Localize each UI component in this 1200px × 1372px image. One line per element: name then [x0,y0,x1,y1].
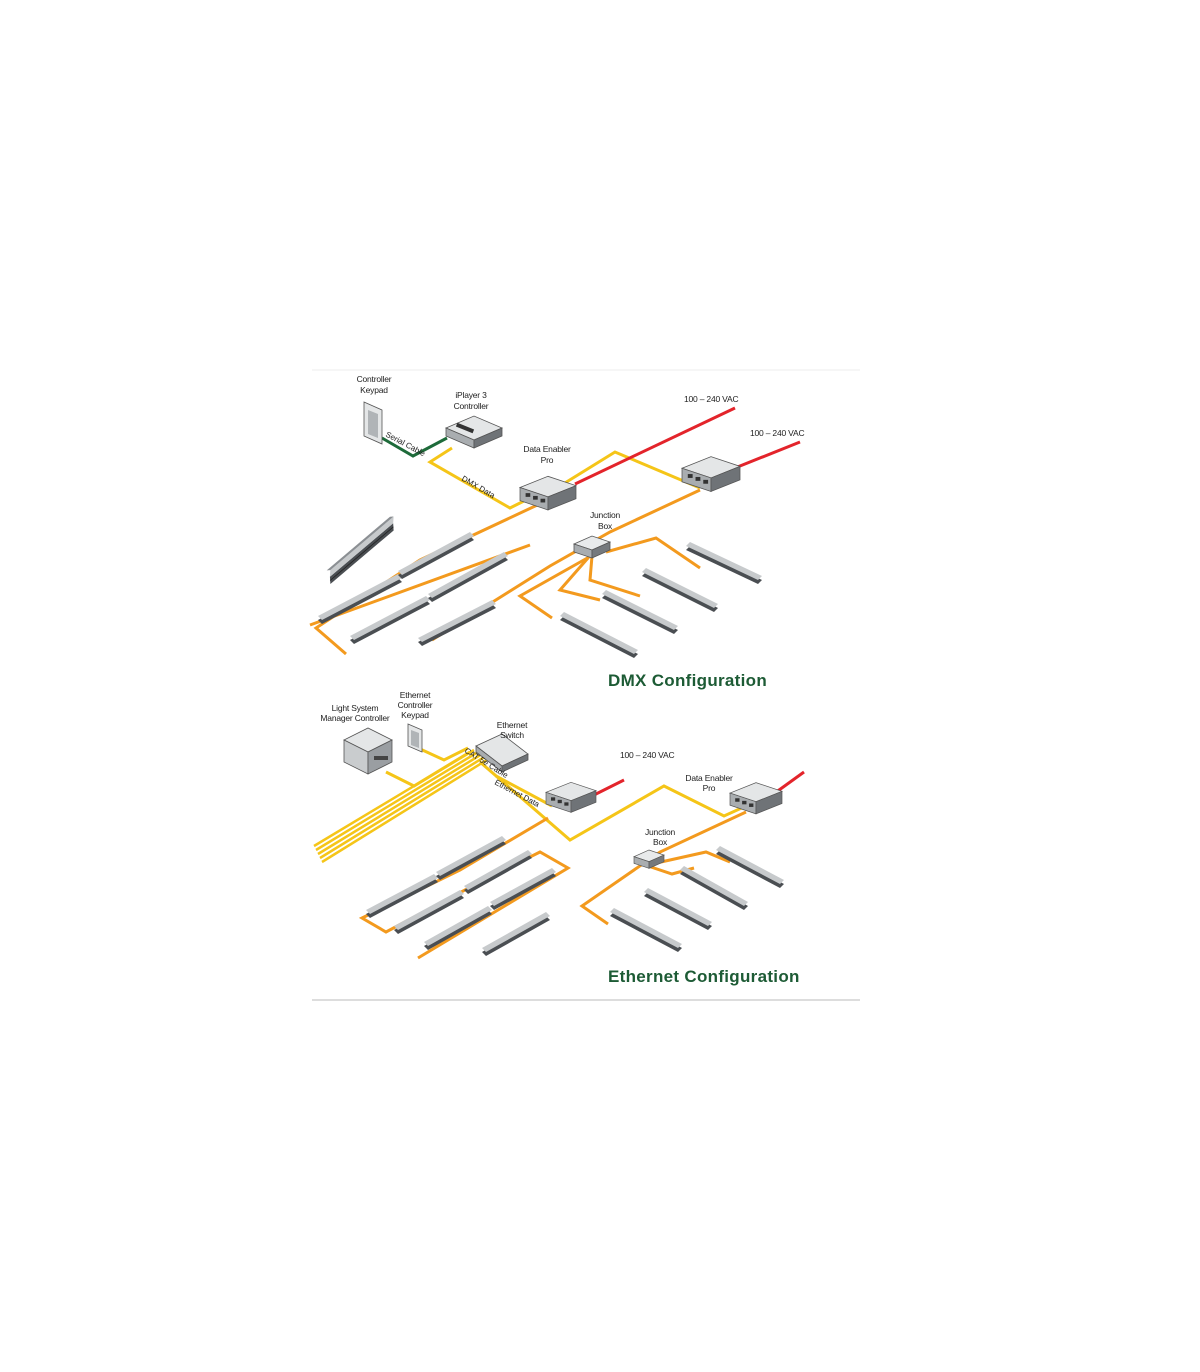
eth-data-enabler-label-line1: Data Enabler [685,773,733,783]
eth-data-enabler-pro-1-device [545,781,597,813]
iplayer-label-line1: iPlayer 3 [455,390,487,400]
ethernet-configuration: Light System Manager Controller Ethernet… [313,690,805,986]
dmx-configuration-title: DMX Configuration [608,671,767,690]
controller-keypad-label-line1: Controller [357,374,392,384]
iplayer-controller-device [444,415,504,449]
data-enabler-label-line2: Pro [541,455,554,465]
dmx-configuration: Controller Keypad iPlayer 3 Controller D… [309,374,805,690]
eth-fixture-row-left [366,836,556,956]
fixture-cable-right [605,536,701,570]
cat5-cable-bundle [313,748,491,864]
eth-vac-label: 100 – 240 VAC [620,750,674,760]
junction-box-label-line1: Junction [590,510,621,520]
lsm-label-line2: Manager Controller [320,713,390,723]
controller-keypad-device [363,401,383,445]
controller-keypad-label-line2: Keypad [360,385,388,395]
ethernet-data-to-enabler-1 [495,774,553,808]
fixture-cable-down-2 [588,555,641,598]
eth-fixture-cable-right [579,810,747,926]
ethernet-switch-device [475,733,529,773]
junction-box-label-line2: Box [598,521,613,531]
data-enabler-pro-2-device [681,456,741,492]
eth-data-enabler-label-line2: Pro [703,783,716,793]
fixture-cable-down-3 [557,557,601,602]
power-cable-2 [729,440,801,472]
iplayer-label-line2: Controller [454,401,489,411]
ethernet-data-cable [479,760,747,842]
serial-cable [381,436,448,458]
fixture-cable-down-1 [517,550,599,620]
keypad-to-switch-cable [417,746,469,762]
fixture-row-left [318,532,508,646]
power-cable-1 [574,406,736,486]
lsm-label-line1: Light System [332,703,379,713]
vac-label-2: 100 – 240 VAC [750,428,804,438]
dmx-data-label: DMX Data [460,474,497,501]
eth-fixture-row-right [610,846,784,952]
ethernet-keypad-device [407,723,423,753]
eck-label-line1: Ethernet [400,690,431,700]
eth-junction-label-line1: Junction [645,827,676,837]
light-system-manager-device [343,727,393,775]
eth-junction-label-line2: Box [653,837,668,847]
eth-fixture-cable-left [358,816,571,960]
dmx-data-cable [427,446,531,510]
fixture-row-right [560,542,762,658]
eth-fixture-cable-branch [651,850,731,866]
ethernet-data-label: Ethernet Data [493,778,541,809]
eck-label-line3: Keypad [401,710,429,720]
ethernet-configuration-title: Ethernet Configuration [608,967,800,986]
vac-label-1: 100 – 240 VAC [684,394,738,404]
eck-label-line2: Controller [398,700,433,710]
data-cable-to-enabler-2 [559,450,701,490]
data-enabler-label-line1: Data Enabler [523,444,571,454]
switch-label-line1: Ethernet [497,720,528,730]
junction-box-device [573,535,611,559]
switch-label-line2: Switch [500,730,524,740]
lsm-to-switch-cable [385,750,471,788]
